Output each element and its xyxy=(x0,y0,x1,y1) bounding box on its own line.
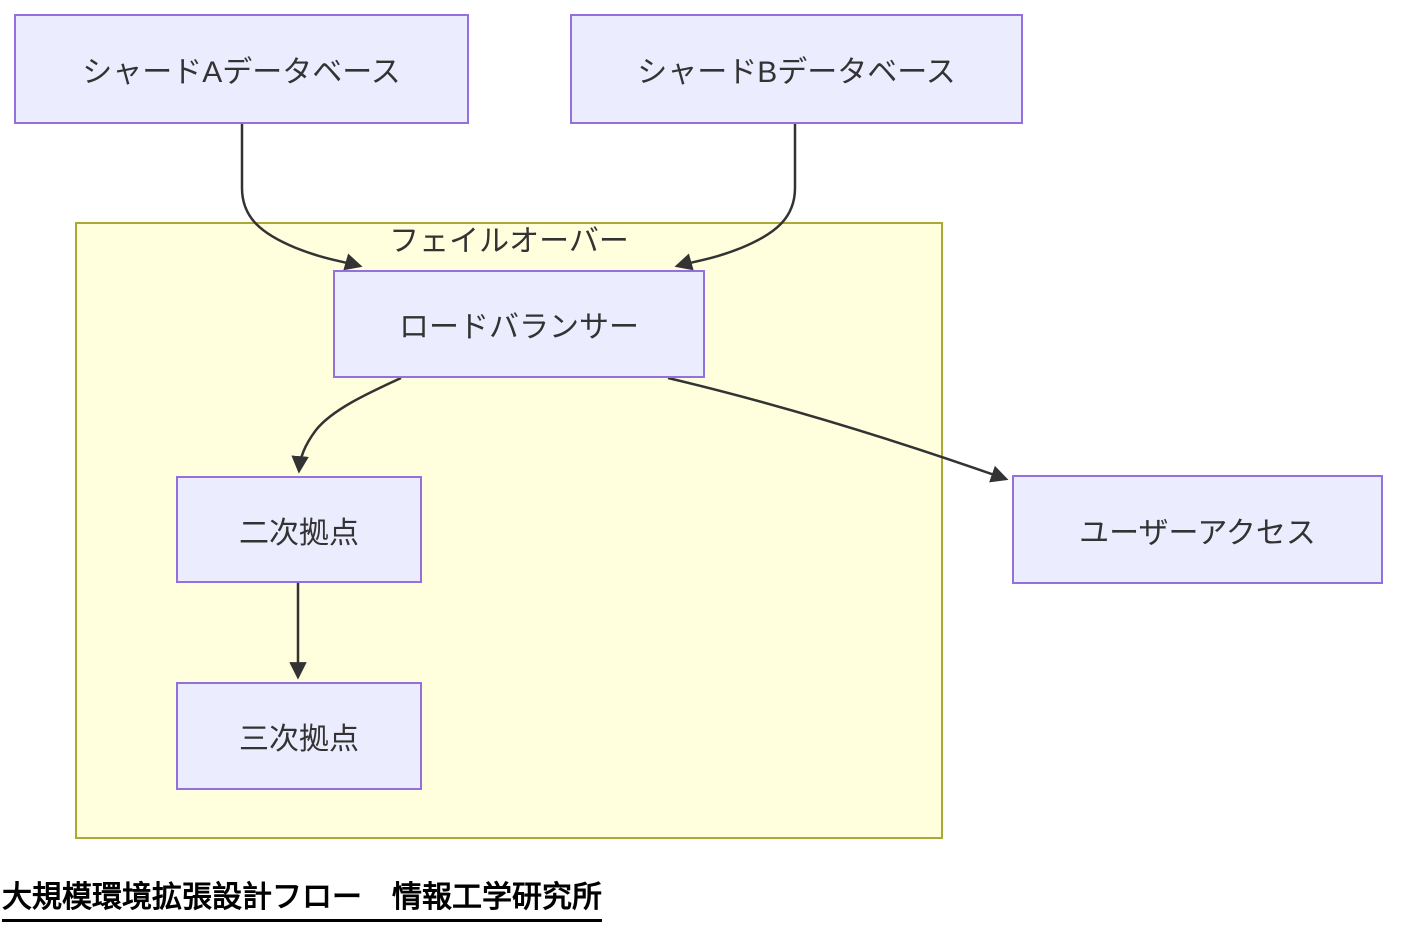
edge-shard-a-to-load-balancer xyxy=(240,124,363,271)
edge-load-balancer-to-secondary-site xyxy=(291,376,402,474)
node-tertiary-site: 三次拠点 xyxy=(176,682,422,790)
edge-load-balancer-to-user-access xyxy=(667,376,1009,483)
diagram-title: 大規模環境拡張設計フロー 情報工学研究所 xyxy=(2,872,602,922)
node-load-balancer: ロードバランサー xyxy=(333,270,705,378)
node-shard-a-database: シャードAデータベース xyxy=(14,14,469,124)
failover-cluster-label: フェイルオーバー xyxy=(389,225,629,258)
node-secondary-site: 二次拠点 xyxy=(176,476,422,583)
node-shard-b-database: シャードBデータベース xyxy=(570,14,1023,124)
node-user-access: ユーザーアクセス xyxy=(1012,475,1383,584)
edge-shard-b-to-load-balancer xyxy=(674,124,797,271)
